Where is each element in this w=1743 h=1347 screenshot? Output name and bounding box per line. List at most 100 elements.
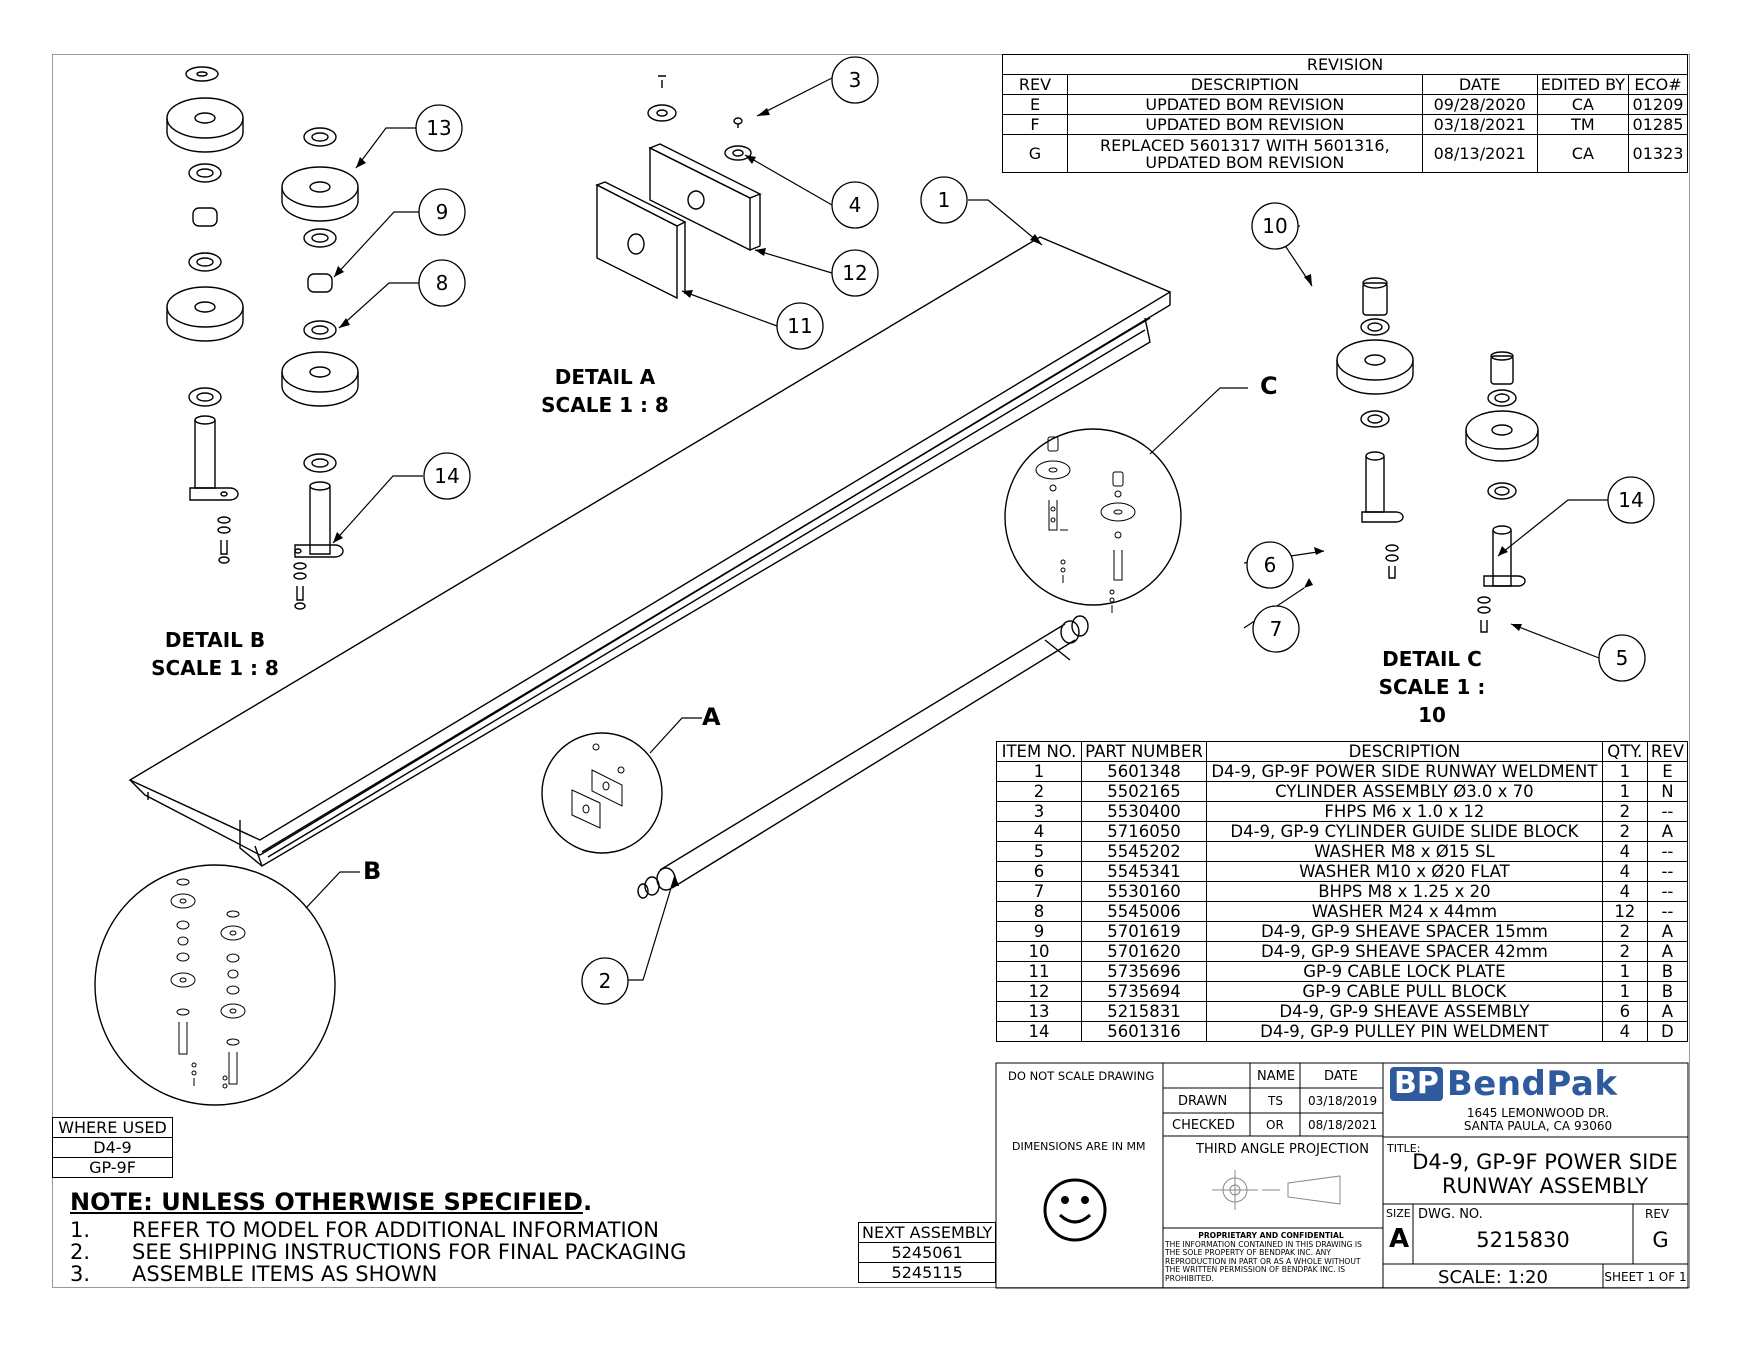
balloon-4-label: 4 — [849, 193, 862, 217]
detail-letter-a: A — [702, 703, 721, 731]
balloon-8-label: 8 — [436, 271, 449, 295]
note-item: 3.ASSEMBLE ITEMS AS SHOWN — [70, 1262, 438, 1286]
runway-weldment — [128, 236, 1172, 868]
balloon-6 — [1246, 541, 1294, 589]
drawing-border — [52, 54, 1690, 1288]
smiley-icon — [1043, 1178, 1107, 1242]
detail-b-label: DETAIL B SCALE 1 : 8 — [151, 628, 279, 680]
third-angle-projection-icon — [1212, 1170, 1341, 1210]
cylinder-assembly — [637, 615, 1089, 899]
balloon-14b — [1607, 476, 1655, 524]
proprietary-notice: PROPRIETARY AND CONFIDENTIAL THE INFORMA… — [1165, 1231, 1362, 1283]
balloon-9-label: 9 — [436, 200, 449, 224]
balloon-14b-label: 14 — [1618, 488, 1643, 512]
balloon-7-label: 7 — [1270, 617, 1283, 641]
balloon-13-label: 13 — [426, 116, 451, 140]
balloon-3-label: 3 — [849, 68, 862, 92]
balloon-12 — [831, 249, 879, 297]
balloon-9 — [418, 188, 466, 236]
detail-c-label: DETAIL C SCALE 1 : 10 — [1378, 647, 1486, 727]
revision-row: G REPLACED 5601317 WITH 5601316, UPDATED… — [1002, 134, 1688, 173]
balloon-6-label: 6 — [1264, 553, 1277, 577]
next-assembly-table: NEXT ASSEMBLY 5245061 5245115 — [857, 1222, 997, 1283]
date-header: DATE — [1324, 1069, 1358, 1084]
name-header: NAME — [1257, 1069, 1296, 1084]
balloon-11-label: 11 — [787, 314, 812, 338]
balloon-2-label: 2 — [599, 969, 612, 993]
sheet-value: SHEET 1 OF 1 — [1604, 1270, 1687, 1284]
eco-header: ECO# — [1628, 74, 1688, 95]
where-used-table: WHERE USED D4-9 GP-9F — [52, 1117, 173, 1178]
detail-circle-a — [541, 732, 663, 854]
bom-header-row: ITEM NO. PART NUMBER DESCRIPTION QTY. RE… — [996, 741, 1689, 762]
note-item: 1.REFER TO MODEL FOR ADDITIONAL INFORMAT… — [70, 1218, 659, 1242]
balloon-2 — [581, 957, 629, 1005]
where-used-item: D4-9 — [52, 1137, 173, 1158]
balloon-14a-label: 14 — [434, 464, 459, 488]
balloon-10 — [1251, 202, 1299, 250]
balloon-1-label: 1 — [938, 188, 951, 212]
detail-circle-c — [1004, 428, 1182, 606]
drawn-name: TS — [1268, 1094, 1283, 1108]
rev-label: REV — [1645, 1207, 1670, 1221]
balloon-7 — [1252, 605, 1300, 653]
revision-table: REVISION REV DESCRIPTION DATE EDITED BY … — [1002, 54, 1688, 173]
checked-name: OR — [1266, 1118, 1284, 1132]
company-address: 1645 LEMONWOOD DR. SANTA PAULA, CA 93060 — [1463, 1106, 1613, 1133]
detail-circle-b — [94, 864, 336, 1106]
balloon-11 — [776, 302, 824, 350]
balloon-8 — [418, 259, 466, 307]
next-assembly-item: 5245115 — [857, 1262, 997, 1283]
size-label: SIZE — [1386, 1207, 1411, 1220]
bendpak-wordmark: BendPak — [1446, 1064, 1618, 1104]
balloon-4 — [831, 181, 879, 229]
scale-value: SCALE: 1:20 — [1438, 1267, 1548, 1288]
drawn-label: DRAWN — [1178, 1094, 1228, 1109]
balloon-5 — [1598, 634, 1646, 682]
balloon-10-label: 10 — [1262, 214, 1287, 238]
where-used-item: GP-9F — [52, 1157, 173, 1178]
detail-a-exploded — [595, 75, 762, 300]
projection-label: THIRD ANGLE PROJECTION — [1196, 1142, 1369, 1157]
bom-table: ITEM NO. PART NUMBER DESCRIPTION QTY. RE… — [996, 741, 1689, 1042]
next-assembly-title: NEXT ASSEMBLY — [857, 1222, 997, 1243]
title-label: TITLE: — [1387, 1142, 1421, 1155]
edited-by-header: EDITED BY — [1536, 74, 1630, 95]
dwg-no-value: 5215830 — [1476, 1228, 1570, 1252]
rev-header: REV — [1002, 74, 1068, 95]
balloon-3 — [831, 56, 879, 104]
balloons — [415, 56, 1655, 1005]
checked-date: 08/18/2021 — [1308, 1118, 1378, 1132]
detail-a-label: DETAIL A SCALE 1 : 8 — [541, 365, 669, 417]
detail-b-exploded — [166, 66, 359, 610]
drawing-title: D4-9, GP-9F POWER SIDE RUNWAY ASSEMBLY — [1412, 1150, 1678, 1198]
balloon-14a — [423, 452, 471, 500]
bp-logo-mark: BP — [1390, 1067, 1443, 1101]
notes-title: NOTE: UNLESS OTHERWISE SPECIFIED. — [70, 1188, 593, 1216]
detail-letter-b: B — [363, 857, 382, 885]
size-value: A — [1389, 1224, 1410, 1254]
do-not-scale-label: DO NOT SCALE DRAWING — [1008, 1069, 1155, 1083]
balloon-12-label: 12 — [842, 261, 867, 285]
detail-letter-c: C — [1260, 372, 1278, 400]
rev-value: G — [1652, 1228, 1669, 1252]
balloon-5-label: 5 — [1616, 646, 1629, 670]
drawn-date: 03/18/2019 — [1308, 1094, 1378, 1108]
balloon-1 — [920, 176, 968, 224]
note-item: 2.SEE SHIPPING INSTRUCTIONS FOR FINAL PA… — [70, 1240, 687, 1264]
balloon-13 — [415, 104, 463, 152]
dimensions-label: DIMENSIONS ARE IN MM — [1012, 1140, 1146, 1153]
dwg-no-label: DWG. NO. — [1418, 1207, 1483, 1222]
checked-label: CHECKED — [1172, 1118, 1235, 1133]
